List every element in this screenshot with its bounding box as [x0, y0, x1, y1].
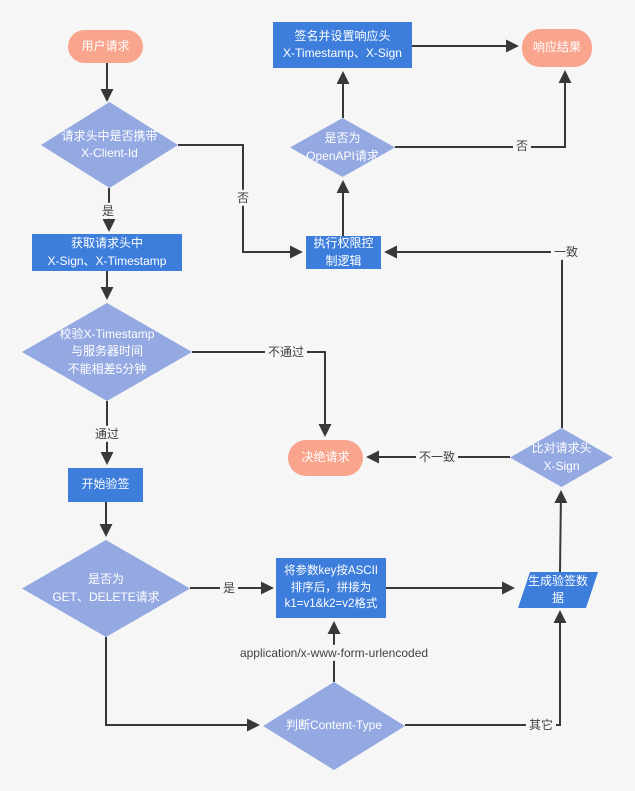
edge-label-content-type-form: application/x-www-form-urlencoded [236, 644, 432, 662]
node-reject-request: 决绝请求 [288, 440, 363, 476]
edge-method-no-to-content-type-check [105, 637, 260, 732]
edge-gen-sign-data-to-compare-sign [554, 490, 568, 573]
edge-timestamp-fail-to-reject [192, 351, 332, 437]
edge-openapi-no-to-response-result [395, 70, 572, 148]
node-gen-sign-data: 生成验签数 据 [518, 572, 598, 608]
edge-label-sign-match: 一致 [550, 243, 582, 261]
edge-label-content-type-other: 其它 [525, 716, 557, 734]
edge-label-sign-mismatch: 不一致 [415, 448, 459, 466]
edge-content-type-other-to-gen-sign-data [405, 610, 567, 726]
node-exec-permission: 执行权限控 制逻辑 [306, 236, 381, 269]
edge-label-timestamp-pass: 通过 [91, 425, 123, 443]
edge-label-method-yes: 是 [219, 579, 239, 597]
node-start-verify: 开始验签 [68, 468, 143, 502]
edge-label-client-id-yes: 是 [98, 202, 118, 220]
node-response-result: 响应结果 [522, 29, 592, 67]
node-get-headers: 获取请求头中 X-Sign、X-Timestamp [32, 234, 182, 271]
node-user-request: 用户请求 [68, 30, 143, 63]
node-sign-response: 签名并设置响应头 X-Timestamp、X-Sign [273, 22, 412, 68]
edge-label-client-id-no: 否 [233, 189, 253, 207]
edge-label-openapi-no: 否 [512, 137, 532, 155]
node-param-sort: 将参数key按ASCII 排序后，拼接为 k1=v1&k2=v2格式 [276, 558, 386, 618]
edge-label-timestamp-fail: 不通过 [264, 343, 308, 361]
edge-sign-match-to-exec-permission [384, 245, 563, 428]
